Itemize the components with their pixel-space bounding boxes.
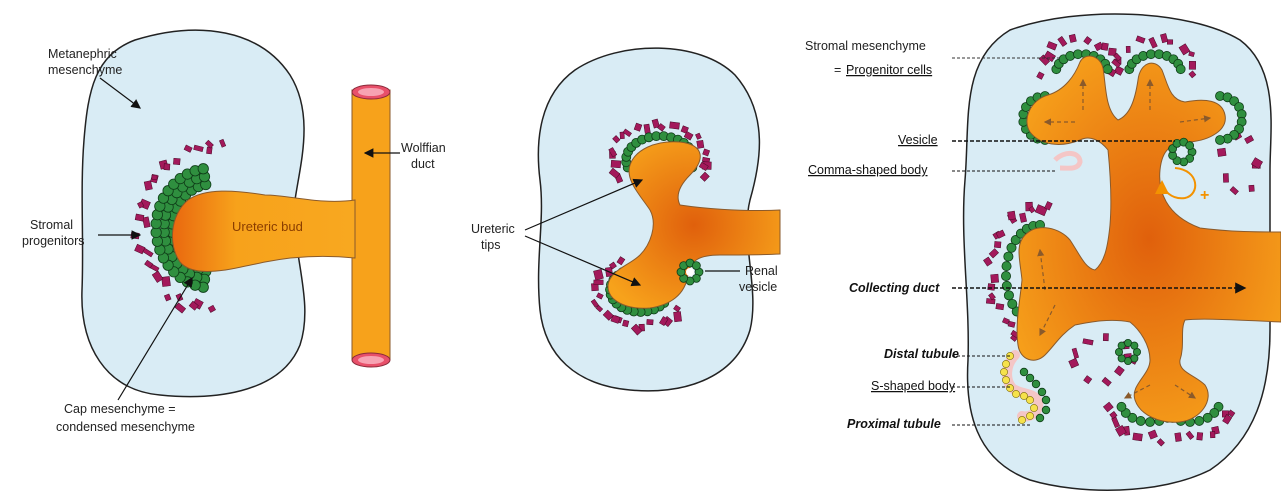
- comma-shaped-body-label: Comma-shaped body: [808, 163, 928, 177]
- panel-3-nephrogenesis: + Stromal mesenchyme = Progenitor cells …: [805, 14, 1281, 490]
- metanephric-label-line1: Metanephric: [48, 47, 117, 61]
- renal-vesicle-line1: Renal: [745, 264, 778, 278]
- collecting-duct-label: Collecting duct: [849, 281, 940, 295]
- progenitor-prefix: =: [834, 63, 841, 77]
- cap-mesenchyme-line1: Cap mesenchyme =: [64, 402, 176, 416]
- wolffian-label-line1: Wolffian: [401, 141, 446, 155]
- ureteric-bud-label: Ureteric bud: [232, 219, 303, 234]
- panel-2-branching: Ureteric tips Renal vesicle: [471, 48, 780, 391]
- stromal-progenitors-line1: Stromal: [30, 218, 73, 232]
- ureteric-tips-line1: Ureteric: [471, 222, 515, 236]
- renal-vesicle-line2: vesicle: [739, 280, 777, 294]
- stromal-mesenchyme-label: Stromal mesenchyme: [805, 39, 926, 53]
- distal-tubule-label: Distal tubule: [884, 347, 959, 361]
- metanephric-label-line2: mesenchyme: [48, 63, 122, 77]
- panel-1-early-induction: Ureteric bud Metanephric mesenchyme Wolf…: [22, 30, 446, 434]
- wolffian-duct: [352, 90, 390, 360]
- induction-plus-sign: +: [1200, 187, 1209, 204]
- progenitor-cells-label: Progenitor cells: [846, 63, 932, 77]
- vesicle-label: Vesicle: [898, 133, 938, 147]
- s-shaped-body-label: S-shaped body: [871, 379, 956, 393]
- ureteric-tips-line2: tips: [481, 238, 500, 252]
- stromal-progenitors-line2: progenitors: [22, 234, 85, 248]
- cap-mesenchyme-line2: condensed mesenchyme: [56, 420, 195, 434]
- renal-vesicle: [677, 259, 703, 285]
- wolffian-label-line2: duct: [411, 157, 435, 171]
- proximal-tubule-label: Proximal tubule: [847, 417, 941, 431]
